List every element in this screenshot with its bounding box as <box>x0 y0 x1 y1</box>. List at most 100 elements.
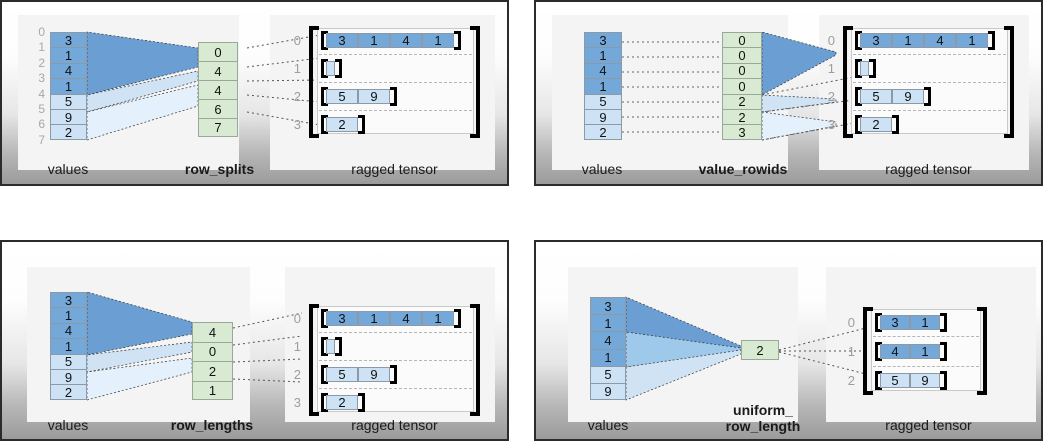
values-label: values <box>47 161 89 177</box>
tensor-cell: 1 <box>910 344 940 359</box>
value-cell: 1 <box>590 314 626 332</box>
value-cell: 9 <box>50 108 87 125</box>
row-bracket-right <box>940 342 947 361</box>
outer-bracket-left <box>863 307 873 395</box>
row-bracket-left <box>875 371 882 391</box>
tensor-cell: 1 <box>892 33 924 48</box>
ragged-tensor-label: ragged tensor <box>351 417 438 433</box>
row-separator <box>319 332 472 333</box>
row-bracket-right <box>940 371 947 391</box>
value-cell: 2 <box>584 124 622 140</box>
row-bracket-left <box>855 87 862 106</box>
row-bracket-right <box>454 309 461 328</box>
tensor-cell: 9 <box>358 367 390 382</box>
values-label: values <box>587 417 629 433</box>
partition-cell: 4 <box>198 80 238 99</box>
tensor-row-index: 2 <box>293 367 301 382</box>
value-cell: 9 <box>50 368 87 385</box>
partition-cell: 6 <box>198 99 238 118</box>
row-bracket-right <box>924 87 931 106</box>
row-bracket-left <box>875 312 882 332</box>
tensor-row-index: 1 <box>293 61 301 76</box>
row-bracket-left <box>321 309 328 328</box>
tensor-cell: 5 <box>860 89 892 104</box>
value-cell: 1 <box>590 348 626 366</box>
partition-cell: 3 <box>722 124 762 140</box>
value-cell: 1 <box>50 307 87 323</box>
outer-bracket-left <box>309 304 319 416</box>
partition-cell: 7 <box>198 118 238 137</box>
value-index-label: 6 <box>38 117 45 132</box>
ragged-tensor-label: ragged tensor <box>351 161 438 177</box>
tensor-row-index: 2 <box>847 373 855 389</box>
tensor-row-index: 0 <box>827 33 835 48</box>
row-bracket-left <box>855 31 862 50</box>
value-cell: 2 <box>50 384 87 400</box>
tensor-cell: 9 <box>910 373 940 389</box>
tensor-cell: 3 <box>326 33 358 48</box>
encoding-label: row_splits <box>184 161 255 177</box>
row-bracket-left <box>321 59 328 78</box>
encoding-label: row_lengths <box>170 417 254 433</box>
row-separator <box>319 82 472 83</box>
tensor-cell: 5 <box>326 89 358 104</box>
value-cell: 1 <box>584 78 622 94</box>
encoding-label: value_rowids <box>698 161 788 177</box>
row-separator <box>319 54 472 55</box>
tensor-row-index: 3 <box>293 117 301 132</box>
row-separator <box>853 54 1006 55</box>
value-cell: 5 <box>590 365 626 383</box>
row-separator <box>319 360 472 361</box>
row-bracket-left <box>321 87 328 106</box>
tensor-row-index: 3 <box>827 117 835 132</box>
value-cell: 3 <box>50 32 87 48</box>
values-label: values <box>581 161 623 177</box>
tensor-cell: 1 <box>358 33 390 48</box>
tensor-cell: 4 <box>390 33 422 48</box>
row-bracket-left <box>855 115 862 134</box>
ragged-tensor-label: ragged tensor <box>885 161 972 177</box>
row-separator <box>873 336 979 338</box>
value-cell: 4 <box>50 62 87 79</box>
partition-cell: 2 <box>741 340 779 360</box>
partition-cell: 0 <box>722 47 762 63</box>
row-bracket-left <box>855 59 862 78</box>
outer-bracket-right <box>977 307 987 395</box>
encoding-label: uniform_ row_length <box>704 402 822 434</box>
value-cell: 1 <box>50 47 87 63</box>
tensor-row-index: 0 <box>847 314 855 330</box>
outer-bracket-right <box>1004 26 1014 138</box>
tensor-cell: 1 <box>910 314 940 330</box>
tensor-row-index: 1 <box>847 344 855 359</box>
tensor-cell-empty <box>860 61 869 76</box>
partition-column: 2 <box>741 340 779 360</box>
row-bracket-left <box>321 365 328 384</box>
row-bracket-right <box>869 59 876 78</box>
value-index-label: 4 <box>38 86 45 101</box>
tensor-cell-empty <box>326 61 335 76</box>
value-cell: 4 <box>590 331 626 349</box>
encoding-label-line-1: uniform_ <box>733 402 793 418</box>
partition-cell: 1 <box>192 380 233 400</box>
tensor-row-index: 0 <box>293 311 301 326</box>
encoding-label-line-2: row_length <box>725 417 801 434</box>
outer-bracket-right <box>470 26 480 138</box>
row-bracket-right <box>335 337 342 356</box>
outer-bracket-left <box>309 26 319 138</box>
tensor-row-index: 3 <box>293 395 301 410</box>
row-bracket-left <box>321 337 328 356</box>
row-separator <box>853 82 1006 83</box>
tensor-row-index: 2 <box>827 89 835 104</box>
value-index-label: 0 <box>38 25 45 39</box>
tensor-cell: 5 <box>880 373 910 389</box>
partition-cell: 4 <box>198 61 238 80</box>
tensor-cell: 3 <box>880 314 910 330</box>
value-cell: 9 <box>584 108 622 125</box>
